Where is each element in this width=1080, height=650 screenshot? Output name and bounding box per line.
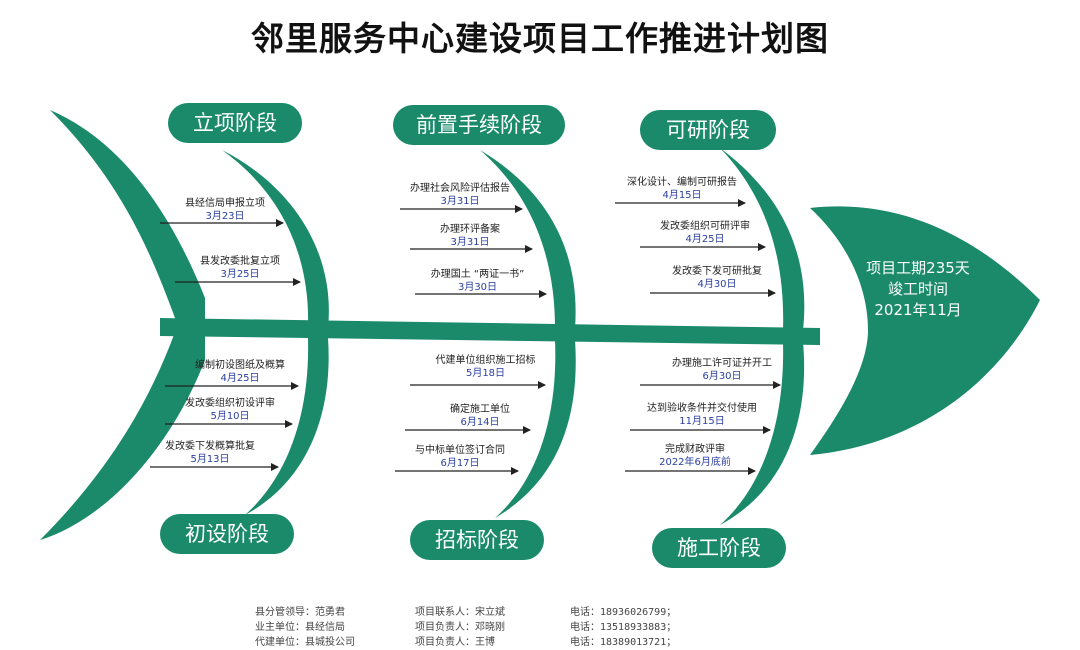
rib-zhaobiao: [495, 340, 576, 518]
duration-text: 项目工期235天: [866, 259, 970, 277]
footer-manager-1: 项目负责人：邓晓刚: [415, 622, 505, 633]
footer-contact: 项目联系人：宋立斌: [415, 607, 505, 618]
stage-qianzhi: 前置手续阶段: [393, 105, 565, 145]
footer-phone-2: 电话：13518933883；: [570, 622, 677, 633]
footer-col-1: 县分管领导：范勇君业主单位：县经信局代建单位：县城投公司: [255, 590, 355, 650]
footer-manager-2: 项目负责人：王博: [415, 637, 495, 648]
stage-zhaobiao: 招标阶段: [410, 520, 544, 560]
rib-qianzhi: [480, 150, 576, 328]
fish-tail: [40, 110, 205, 540]
rib-shigong: [720, 342, 805, 525]
project-summary: 项目工期235天 竣工时间 2021年11月: [838, 258, 998, 321]
footer-phone-1: 电话：18936026799；: [570, 607, 677, 618]
page-title: 邻里服务中心建设项目工作推进计划图: [251, 19, 829, 58]
footer-col-2: 项目联系人：宋立斌项目负责人：邓晓刚项目负责人：王博: [415, 590, 505, 650]
fish-head: [810, 206, 1040, 455]
completion-label: 竣工时间: [887, 280, 948, 298]
rib-chushe: [245, 338, 329, 515]
rib-keyan: [720, 148, 805, 330]
footer-leader: 县分管领导：范勇君: [255, 607, 345, 618]
completion-date: 2021年11月: [874, 301, 962, 319]
stage-shigong: 施工阶段: [652, 528, 786, 568]
footer-owner: 业主单位：县经信局: [255, 622, 345, 633]
task-b3: 办理国土 “两证一书”3月30日: [430, 269, 525, 293]
stage-chushe: 初设阶段: [160, 514, 294, 554]
footer-agent: 代建单位：县城投公司: [255, 637, 355, 648]
stage-keyan: 可研阶段: [640, 110, 776, 150]
footer-phone-3: 电话：18389013721；: [570, 637, 677, 648]
rib-lixiang: [222, 150, 329, 327]
footer-col-3: 电话：18936026799； 电话：13518933883； 电话：1838901…: [570, 590, 676, 650]
fish-spine: [160, 318, 820, 345]
stage-lixiang: 立项阶段: [168, 103, 302, 143]
